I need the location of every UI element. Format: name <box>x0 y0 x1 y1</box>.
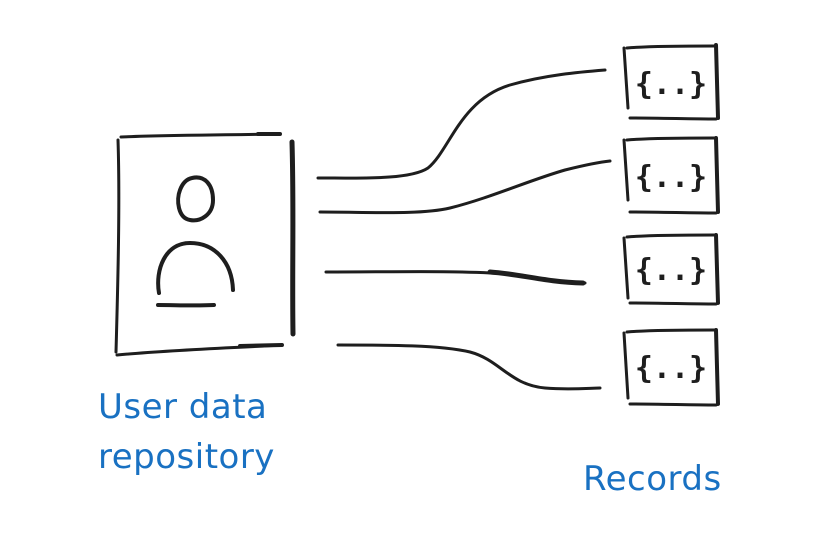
connector-2 <box>318 159 612 215</box>
repository-card <box>114 132 296 357</box>
record-glyph-2: {..} <box>635 160 707 195</box>
record-box-3: {..} <box>622 233 720 306</box>
connector-4 <box>336 343 602 391</box>
record-box-4: {..} <box>622 328 720 407</box>
connector-1 <box>316 68 607 180</box>
records-label: Records <box>583 459 722 499</box>
user-icon <box>156 175 235 308</box>
repository-label-line2: repository <box>98 437 275 477</box>
repository-label-line1: User data <box>98 387 268 427</box>
connectors <box>316 68 612 391</box>
record-box-2: {..} <box>622 136 720 215</box>
connector-3-thick <box>487 269 586 286</box>
record-box-1: {..} <box>622 43 720 121</box>
record-glyph-3: {..} <box>635 253 707 288</box>
record-glyph-1: {..} <box>635 67 707 102</box>
repository-label: User data repository <box>98 382 358 482</box>
record-glyph-4: {..} <box>635 351 707 386</box>
